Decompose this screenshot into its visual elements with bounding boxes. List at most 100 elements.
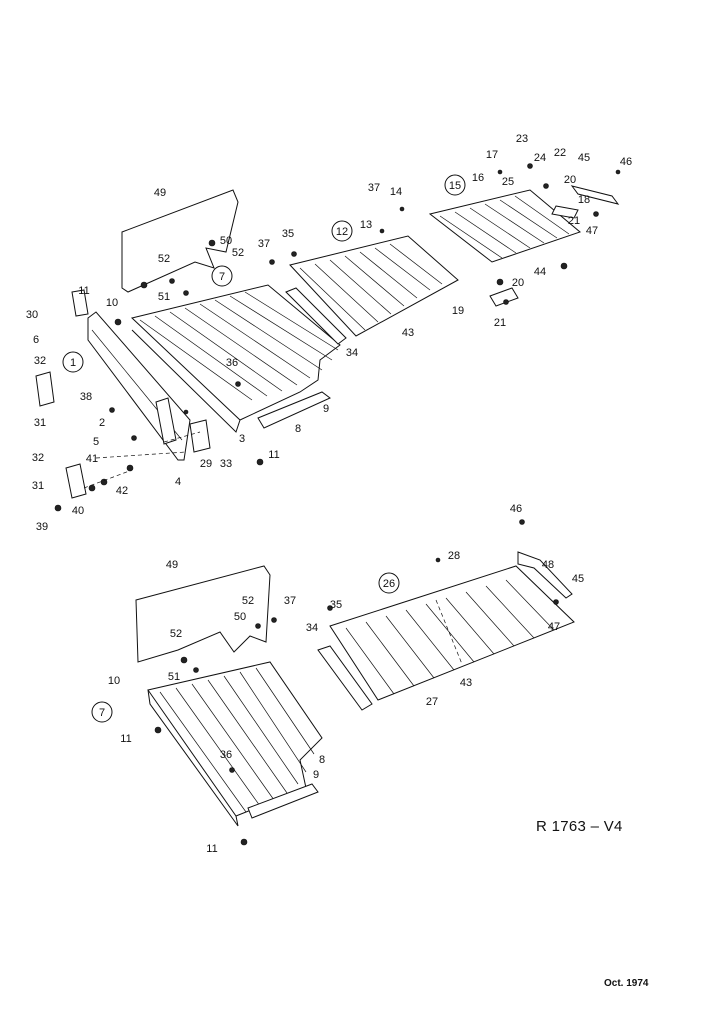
upper-callout-4: 4	[175, 476, 181, 488]
lower-callout-10: 10	[108, 675, 120, 687]
lower-callout-circle-7	[91, 701, 113, 723]
lower-callout-52: 52	[170, 628, 182, 640]
bracket-45	[489, 185, 620, 307]
upper-callout-19: 19	[452, 305, 464, 317]
callouts-lower: 49 52 37 50 52 10 51 7 11 36 89 11 35 34 26 28 43 27 46 48 4…	[91, 503, 584, 855]
upper-callout-11: 11	[268, 449, 279, 461]
upper-callout-24: 24	[534, 152, 546, 164]
upper-callout-20: 20	[512, 277, 524, 289]
main-floor-panel	[130, 284, 341, 433]
center-floor-panel	[285, 235, 459, 345]
lower-callout-11: 11	[206, 843, 217, 855]
lower-callout-7: 7	[99, 707, 105, 719]
upper-callout-45: 45	[578, 152, 590, 164]
upper-callout-51: 51	[158, 291, 170, 303]
fasteners-lower	[154, 519, 559, 846]
upper-callout-42: 42	[116, 485, 128, 497]
floor-panel-26-lower	[317, 551, 575, 711]
upper-callout-46: 46	[620, 156, 632, 168]
lower-callout-8: 8	[319, 754, 325, 766]
lower-callout-36: 36	[220, 749, 232, 761]
upper-callout-circle-12	[331, 220, 353, 242]
upper-callout-35: 35	[282, 228, 294, 240]
lower-callout-52: 52	[242, 595, 254, 607]
upper-callout-41: 41	[86, 453, 98, 465]
rear-floor-panel	[428, 189, 582, 263]
upper-callout-52: 52	[232, 247, 244, 259]
lower-callout-26: 26	[383, 578, 395, 590]
lower-callout-9: 9	[313, 769, 319, 781]
upper-callout-18: 18	[578, 194, 590, 206]
upper-callout-12: 12	[336, 226, 348, 238]
upper-callout-11: 11	[78, 285, 89, 297]
lower-assembly	[135, 519, 575, 846]
lower-callout-35: 35	[330, 599, 342, 611]
upper-callout-44: 44	[534, 266, 546, 278]
lower-callout-11: 11	[120, 733, 131, 745]
lower-callout-27: 27	[426, 696, 438, 708]
upper-callout-40: 40	[72, 505, 84, 517]
side-panel-49-lower	[135, 565, 271, 663]
upper-callout-47: 47	[586, 225, 598, 237]
upper-callout-43: 43	[402, 327, 414, 339]
upper-callout-circle-7	[211, 265, 233, 287]
upper-callout-36: 36	[226, 357, 238, 369]
upper-callout-13: 13	[360, 219, 372, 231]
upper-callout-32: 32	[32, 452, 44, 464]
upper-callout-21: 21	[494, 317, 506, 329]
upper-callout-23: 23	[516, 133, 528, 145]
upper-callout-10: 10	[106, 297, 118, 309]
lower-callout-circle-26	[378, 572, 400, 594]
upper-callout-37: 37	[258, 238, 270, 250]
fasteners-upper	[54, 163, 621, 512]
lower-callout-46: 46	[510, 503, 522, 515]
lower-callout-34: 34	[306, 622, 318, 634]
upper-callout-circle-15	[444, 174, 466, 196]
upper-callout-31: 31	[34, 417, 46, 429]
upper-callout-22: 22	[554, 147, 566, 159]
assembly-line-upper	[83, 431, 201, 489]
lower-callout-43: 43	[460, 677, 472, 689]
upper-callout-39: 39	[36, 521, 48, 533]
upper-callout-25: 25	[502, 176, 514, 188]
upper-callout-33: 33	[220, 458, 232, 470]
drawing-reference: R 1763 – V4	[536, 818, 623, 835]
floor-panel-7-lower	[147, 661, 323, 827]
upper-callout-5: 5	[93, 436, 99, 448]
upper-callout-50: 50	[220, 235, 232, 247]
upper-callout-16: 16	[472, 172, 484, 184]
lower-callout-50: 50	[234, 611, 246, 623]
upper-callout-circle-1	[62, 351, 84, 373]
upper-callout-30: 30	[26, 309, 38, 321]
upper-callout-7: 7	[219, 271, 225, 283]
drawing-date: Oct. 1974	[604, 978, 649, 989]
upper-callout-31: 31	[32, 480, 44, 492]
lower-callout-49: 49	[166, 559, 178, 571]
left-brackets	[35, 289, 211, 499]
upper-callout-15: 15	[449, 180, 461, 192]
upper-callout-37: 37	[368, 182, 380, 194]
upper-callout-9: 9	[323, 403, 329, 415]
upper-callout-8: 8	[295, 423, 301, 435]
upper-callout-21: 21	[568, 215, 580, 227]
lower-callout-37: 37	[284, 595, 296, 607]
upper-callout-3: 3	[239, 433, 245, 445]
lower-callout-45: 45	[572, 573, 584, 585]
lower-callout-48: 48	[542, 559, 554, 571]
upper-callout-17: 17	[486, 149, 498, 161]
upper-callout-20: 20	[564, 174, 576, 186]
upper-callout-1: 1	[70, 357, 76, 369]
rear-rail-8	[257, 391, 331, 429]
upper-callout-29: 29	[200, 458, 212, 470]
lower-callout-28: 28	[448, 550, 460, 562]
upper-callout-49: 49	[154, 187, 166, 199]
upper-callout-38: 38	[80, 391, 92, 403]
upper-callout-32: 32	[34, 355, 46, 367]
upper-callout-2: 2	[99, 417, 105, 429]
lower-callout-51: 51	[168, 671, 180, 683]
upper-callout-34: 34	[346, 347, 358, 359]
upper-callout-14: 14	[390, 186, 402, 198]
lower-callout-47: 47	[548, 621, 560, 633]
upper-callout-52: 52	[158, 253, 170, 265]
